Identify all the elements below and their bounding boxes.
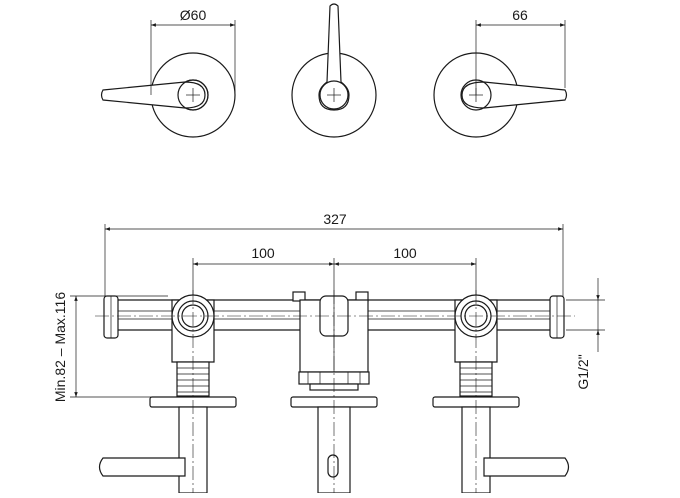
dim-connection-label: G1/2": [575, 354, 591, 389]
dim-overall-width: 327: [323, 211, 347, 227]
top-view-center-handle: [291, 3, 377, 138]
dim-center-right: 100: [393, 245, 417, 261]
dim-connection: [566, 278, 605, 352]
center-lines: [95, 290, 575, 493]
dim-depth-label: Min.82 – Max.116: [52, 292, 68, 402]
dim-centers: [192, 258, 477, 300]
dim-overall: [104, 224, 564, 300]
dim-handle-offset: 66: [512, 7, 528, 23]
dim-rosette-diameter: Ø60: [180, 7, 207, 23]
top-view-right-handle: [433, 20, 568, 138]
top-view-left-handle: [100, 20, 236, 138]
dim-center-left: 100: [251, 245, 275, 261]
